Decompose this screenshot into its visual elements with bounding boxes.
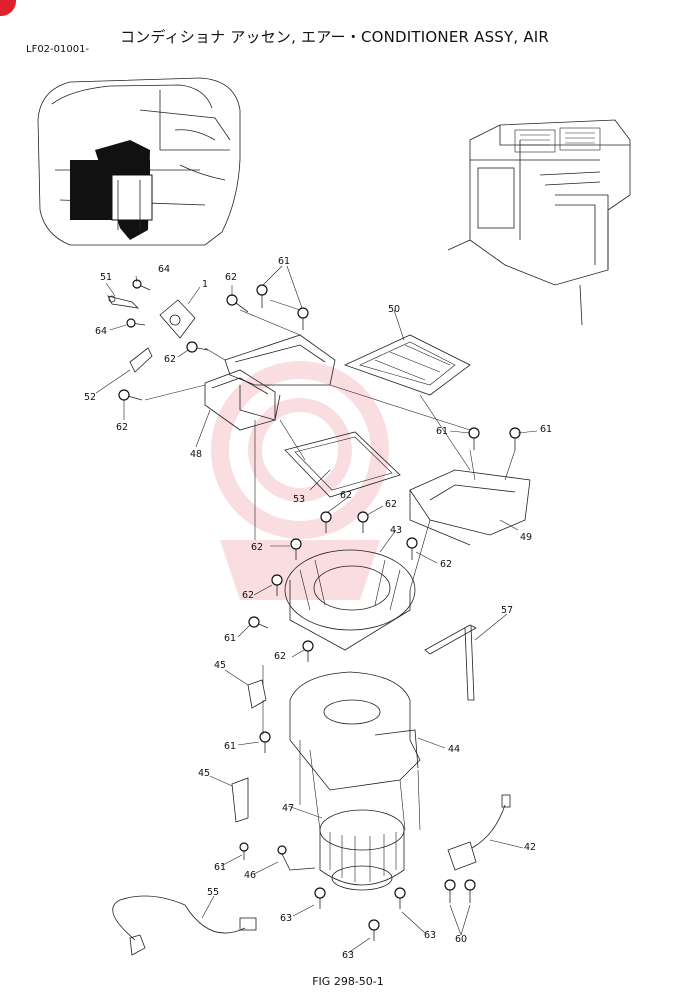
part-45-bracket-a [247, 679, 267, 709]
callout-61-d: 61 [224, 633, 236, 644]
callout-1: 1 [202, 279, 208, 290]
diagram-code: LF02-01001- [26, 44, 90, 55]
part-52-bracket [129, 347, 153, 373]
callout-62-b: 62 [164, 354, 176, 365]
part-57-seal [424, 624, 477, 701]
callout-44: 44 [448, 744, 460, 755]
callout-48: 48 [190, 449, 202, 460]
callout-47: 47 [282, 803, 294, 814]
part-64-screw-b [126, 318, 146, 328]
callout-51: 51 [100, 272, 112, 283]
callout-61-f: 61 [214, 862, 226, 873]
part-62-screw-b [186, 341, 209, 353]
watermark-logo [211, 361, 389, 600]
part-44-lower-housing [289, 671, 421, 791]
callout-61-a: 61 [278, 256, 290, 267]
callout-49: 49 [520, 532, 532, 543]
part-63-screws [314, 887, 406, 941]
callout-61-c: 61 [540, 424, 552, 435]
part-61-screw-left [248, 616, 269, 629]
callout-61-b: 61 [436, 426, 448, 437]
callout-63-a: 63 [280, 913, 292, 924]
assembled-unit-illustration [447, 119, 631, 326]
callout-62-f: 62 [251, 542, 263, 553]
callout-61-e: 61 [224, 741, 236, 752]
callout-57: 57 [501, 605, 513, 616]
part-1-actuator [159, 299, 196, 339]
callout-45-b: 45 [198, 768, 210, 779]
part-61-screws-top [256, 284, 309, 330]
part-61-screws-right [468, 427, 521, 450]
callout-55: 55 [207, 887, 219, 898]
callout-63-c: 63 [342, 950, 354, 961]
part-62-screw-c [118, 389, 143, 401]
part-51-link [107, 295, 140, 309]
callout-labels: 51 64 1 62 61 64 62 52 62 50 48 61 61 53… [84, 256, 552, 961]
part-61-screw-e [259, 731, 271, 753]
part-42-resistor [447, 794, 511, 871]
callout-64-a: 64 [158, 264, 170, 275]
callout-64-b: 64 [95, 326, 107, 337]
part-49-outer-case [409, 469, 531, 546]
callout-62-a: 62 [225, 272, 237, 283]
part-48-duct [204, 369, 276, 431]
callout-50: 50 [388, 304, 400, 315]
callout-62-h: 62 [242, 590, 254, 601]
part-62-screw-a [226, 294, 249, 313]
part-47-blower-motor [319, 809, 405, 891]
callout-62-d: 62 [340, 490, 352, 501]
part-62-screws-mid [271, 511, 418, 662]
part-46-hose [277, 845, 316, 871]
part-61-screw-f [239, 842, 249, 860]
callout-45-a: 45 [214, 660, 226, 671]
callout-60: 60 [455, 934, 467, 945]
callout-46: 46 [244, 870, 256, 881]
figure-label: FIG 298-50-1 [312, 975, 384, 988]
part-53-filter [284, 431, 401, 498]
part-64-screw-a [132, 279, 151, 291]
page-title: コンディショナ アッセン, エアー・CONDITIONER ASSY, AIR [120, 28, 550, 46]
callout-62-i: 62 [274, 651, 286, 662]
callout-62-c: 62 [116, 422, 128, 433]
part-45-bracket-b [231, 777, 249, 823]
callout-42: 42 [524, 842, 536, 853]
part-60-screws [444, 879, 476, 903]
callout-52: 52 [84, 392, 96, 403]
callout-62-g: 62 [440, 559, 452, 570]
callout-62-e: 62 [385, 499, 397, 510]
part-55-sensor-harness [112, 895, 257, 956]
callout-43: 43 [390, 525, 402, 536]
leader-lines [95, 265, 538, 954]
part-43-scroll-housing [284, 549, 416, 651]
part-50-filter-cover [343, 334, 471, 396]
callout-63-b: 63 [424, 930, 436, 941]
callout-53: 53 [293, 494, 305, 505]
machine-overview-illustration [37, 77, 241, 246]
